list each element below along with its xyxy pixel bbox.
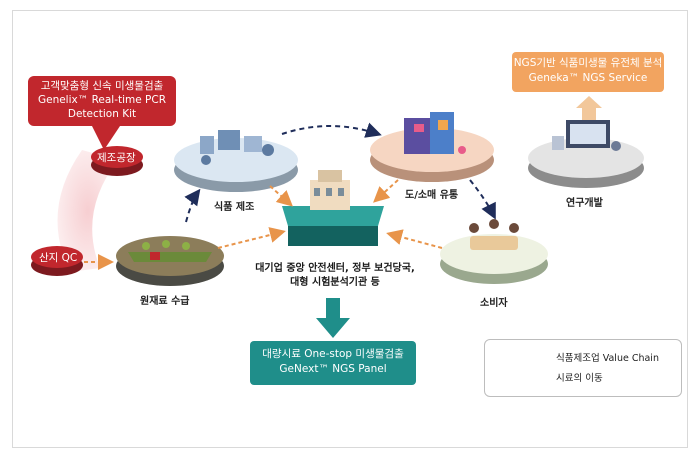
sample-arrow-consumer (386, 229, 443, 249)
node-label-distribution: 도/소매 유통 (405, 190, 459, 201)
ngs-panel-line2: GeNext™ NGS Panel (279, 363, 387, 375)
pcr-kit-callout: 고객맞춤형 신속 미생물검출 Genelix™ Real-time PCR De… (28, 76, 176, 126)
distribution-disk (370, 112, 494, 182)
consumer-disk (440, 219, 548, 284)
ngs-service-line1: NGS기반 식품미생물 유전체 분석 (513, 57, 663, 69)
node-label-rnd: 연구개발 (566, 198, 603, 209)
ngs-service-callout: NGS기반 식품미생물 유전체 분석 Geneka™ NGS Service (512, 52, 664, 92)
down-arrow (316, 298, 350, 338)
center-line1: 대기업 중앙 안전센터, 정부 보건당국, (255, 263, 415, 274)
center-platform (282, 170, 384, 246)
sample-arrow-dist (373, 179, 399, 203)
chain-arrow-mfg-to-dist (281, 122, 382, 138)
node-label-raw: 원재료 수급 (140, 296, 190, 307)
origin-pill-label: 산지 QC (39, 252, 78, 264)
callout-pointer (92, 126, 120, 150)
raw-material-disk (116, 236, 224, 286)
chain-arrow-dist-to-consumer (469, 179, 496, 220)
center-line2: 대형 시험분석기관 등 (290, 277, 380, 288)
legend-value-chain: 식품제조업 Value Chain (556, 353, 659, 364)
node-label-consumer: 소비자 (480, 298, 508, 309)
sample-arrow-mfg (269, 185, 293, 207)
pcr-kit-line3: Detection Kit (67, 108, 137, 120)
manufacturing-disk (174, 130, 298, 192)
legend-sample-move: 시료의 이동 (556, 373, 603, 384)
chain-arrow-raw-to-mfg (184, 188, 201, 223)
origin-pill (31, 246, 83, 276)
factory-pill-label: 제조공장 (97, 152, 136, 164)
center-description: 대기업 중앙 안전센터, 정부 보건당국, 대형 시험분석기관 등 (248, 262, 422, 290)
up-arrow (576, 96, 602, 120)
factory-pill (91, 146, 143, 176)
node-label-manufacturing: 식품 제조 (214, 202, 255, 213)
pink-band (57, 150, 118, 272)
rnd-disk (528, 120, 644, 188)
pcr-kit-line2: Genelix™ Real-time PCR (37, 94, 167, 106)
sample-arrow-raw (217, 227, 286, 249)
legend (484, 339, 682, 397)
pcr-kit-line1: 고객맞춤형 신속 미생물검출 (40, 80, 164, 92)
ngs-panel-callout: 대량시료 One-stop 미생물검출 GeNext™ NGS Panel (250, 341, 416, 385)
ngs-panel-line1: 대량시료 One-stop 미생물검출 (262, 348, 404, 360)
ngs-service-line2: Geneka™ NGS Service (528, 72, 648, 84)
